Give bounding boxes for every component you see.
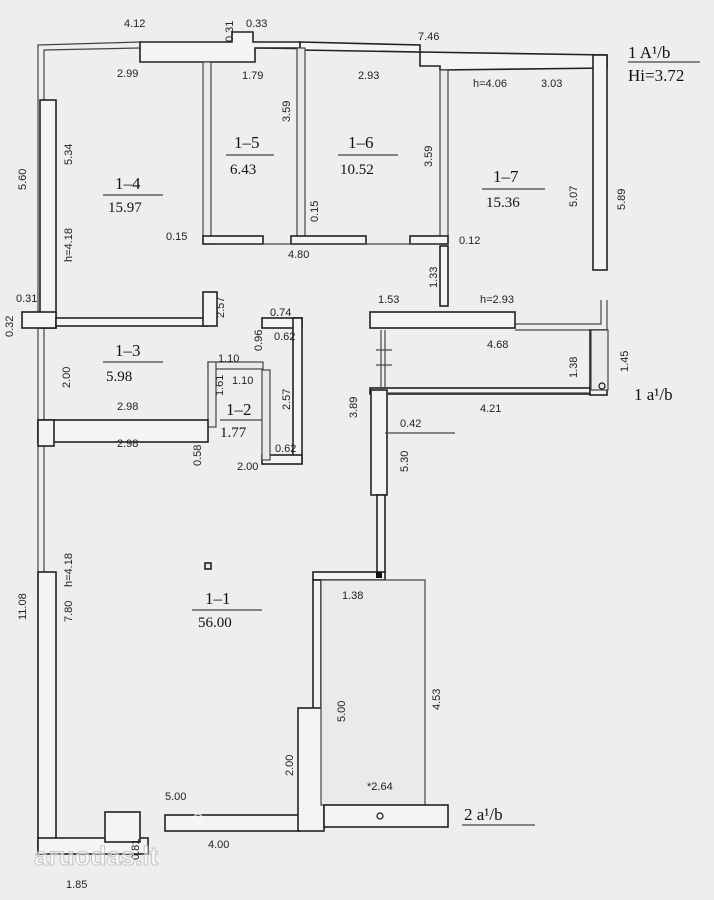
dimension-label: 1.61 (214, 375, 226, 396)
dimension-label: 5.00 (336, 701, 348, 722)
dimension-label: 2.98 (117, 401, 138, 413)
dimension-label: 5.00 (165, 791, 186, 803)
dimension-label: 4.21 (480, 403, 501, 415)
watermark-text: aruodas.lt (34, 841, 159, 871)
height-main-label: Hi=3.72 (628, 66, 684, 85)
room-1-3-area: 5.98 (106, 369, 132, 385)
dimension-label: h=4.18 (63, 228, 75, 262)
dimension-label: 0.32 (4, 316, 16, 337)
dimension-label: 0.81 (130, 839, 142, 860)
dimension-label: 2.00 (61, 367, 73, 388)
section-1a-label: 1 A¹/b (628, 43, 670, 62)
room-1-5-id: 1–5 (234, 133, 260, 152)
dimension-label: 1.79 (242, 70, 263, 82)
dimension-label: 0.96 (253, 330, 265, 351)
room-1-7-area: 15.36 (486, 195, 520, 211)
room-1-4-area: 15.97 (108, 200, 142, 216)
dimension-label: 0.33 (246, 18, 267, 30)
dimension-label: 2.00 (284, 755, 296, 776)
dimension-label: 1.10 (232, 375, 253, 387)
dimension-label: 4.68 (487, 339, 508, 351)
dimension-label: 3.59 (423, 146, 435, 167)
walls (21, 31, 700, 855)
dimension-label: 1.38 (342, 590, 363, 602)
dimension-label: 0.74 (270, 307, 291, 319)
section-labels: 1 A¹/b Hi=3.72 1 a¹/b 2 a¹/b (464, 43, 684, 824)
room-1-4-id: 1–4 (115, 174, 141, 193)
dimension-label: 3.89 (348, 397, 360, 418)
dimension-label: 5.34 (63, 144, 75, 165)
dimension-label: 7.46 (418, 31, 439, 43)
dimension-label: 4.00 (208, 839, 229, 851)
dimension-label: 0.42 (400, 418, 421, 430)
dimension-label: 5.89 (616, 189, 628, 210)
dimension-label: 2.99 (117, 68, 138, 80)
dimension-label: 1.33 (428, 267, 440, 288)
dimension-label: 2.00 (237, 461, 258, 473)
dimension-label: 0.15 (166, 231, 187, 243)
dimension-label: 11.08 (17, 593, 29, 620)
dimension-label: 1.85 (66, 879, 87, 891)
room-1-6-id: 1–6 (348, 133, 374, 152)
dimension-label: h=4.06 (473, 78, 507, 90)
dimension-label: 0.62 (274, 331, 295, 343)
dimension-label: h=4.18 (63, 553, 75, 587)
dimension-label: 2.93 (358, 70, 379, 82)
section-1a-small-label: 1 a¹/b (634, 385, 673, 404)
dimension-label: *2.64 (367, 781, 393, 793)
dimension-label: 4.12 (124, 18, 145, 30)
dimension-label: 3.59 (281, 101, 293, 122)
dimension-label: 5.60 (17, 169, 29, 190)
room-1-5-area: 6.43 (230, 162, 256, 178)
dimension-label: 1.38 (568, 357, 580, 378)
section-2a-label: 2 a¹/b (464, 805, 503, 824)
dimension-label: 3.03 (541, 78, 562, 90)
dimension-label: 4.80 (288, 249, 309, 261)
dimension-label: h=2.93 (480, 294, 514, 306)
dimension-label: 7.80 (63, 601, 75, 622)
dimension-label: 0.58 (192, 445, 204, 466)
dimension-labels: 4.12 0.31 0.33 7.46 2.99 1.79 2.93 h=4.0… (4, 18, 631, 891)
dimension-label: 1.53 (378, 294, 399, 306)
dimension-label: 0.31 (16, 293, 37, 305)
room-1-2-area: 1.77 (220, 425, 247, 441)
room-1-2-id: 1–2 (226, 400, 252, 419)
dimension-label: 4.53 (431, 689, 443, 710)
room-labels: 1–4 15.97 1–5 6.43 1–6 10.52 1–7 15.36 1… (103, 133, 545, 631)
dimension-label: 0.15 (309, 201, 321, 222)
room-1-1-area: 56.00 (198, 615, 232, 631)
room-1-1-id: 1–1 (205, 589, 231, 608)
dimension-label: 1.45 (619, 351, 631, 372)
dimension-label: 2.57 (215, 297, 227, 318)
dimension-label: 2.98 (117, 438, 138, 450)
dimension-label: 2.57 (281, 389, 293, 410)
dimension-label: 1.10 (218, 353, 239, 365)
dimension-label: 5.30 (399, 451, 411, 472)
watermark-logo: aruodas.lt (34, 813, 203, 871)
room-1-7-id: 1–7 (493, 167, 519, 186)
dimension-label: 0.31 (224, 21, 236, 42)
dimension-label: 0.12 (459, 235, 480, 247)
dimension-label: 0.62 (275, 443, 296, 455)
room-1-6-area: 10.52 (340, 162, 374, 178)
room-1-3-id: 1–3 (115, 341, 141, 360)
dimension-label: 5.07 (568, 186, 580, 207)
